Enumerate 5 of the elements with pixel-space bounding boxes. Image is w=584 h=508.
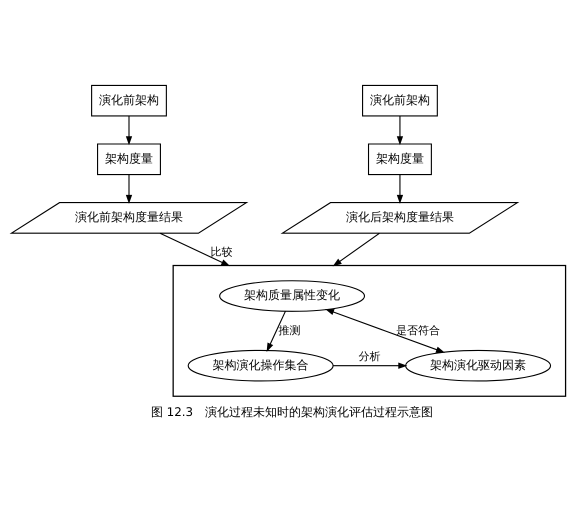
edge-label: 分析: [358, 350, 380, 364]
edge-label: 比较: [210, 246, 233, 259]
edge-label: 是否符合: [396, 324, 440, 337]
edge-label: 推测: [278, 324, 301, 337]
caption: 图 12.3 演化过程未知时的架构演化评估过程示意图: [150, 404, 434, 419]
